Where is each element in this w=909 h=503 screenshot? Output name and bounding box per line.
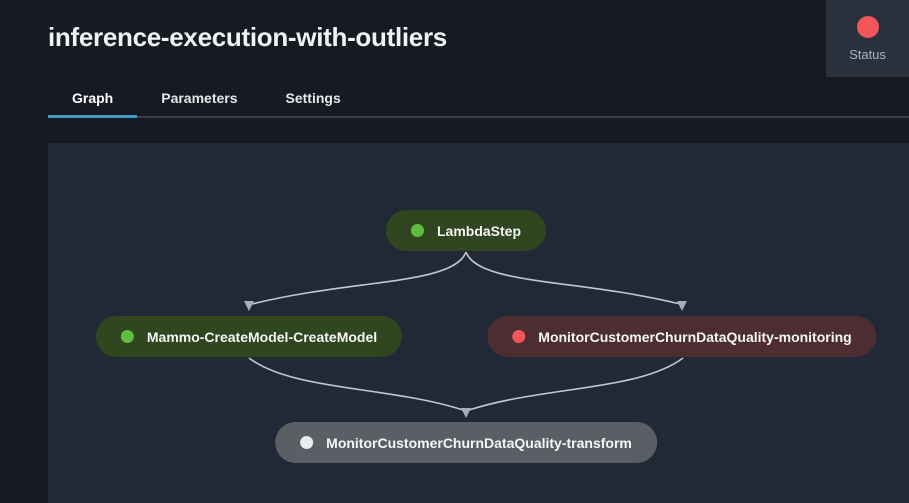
- status-succeeded-dot-icon: [410, 224, 424, 237]
- status-failed-dot-icon: [512, 330, 526, 343]
- page-title: inference-execution-with-outliers: [48, 22, 447, 52]
- status-widget: Status: [826, 0, 909, 77]
- edges-layer: [244, 251, 687, 418]
- node-monitoring[interactable]: MonitorCustomerChurnDataQuality-monitori…: [487, 316, 877, 357]
- arrowhead-icon: [461, 408, 471, 418]
- edge-lambda-to-monitoring: [465, 251, 681, 305]
- edge-createmodel-to-transform: [248, 357, 464, 411]
- pipeline-graph-canvas[interactable]: LambdaStep Mammo-CreateModel-CreateModel…: [48, 143, 909, 503]
- node-lambdastep[interactable]: LambdaStep: [385, 210, 547, 251]
- node-label: Mammo-CreateModel-CreateModel: [146, 328, 378, 345]
- tab-graph[interactable]: Graph: [48, 90, 138, 118]
- arrowhead-icon: [677, 301, 687, 311]
- status-succeeded-dot-icon: [120, 330, 134, 343]
- arrowhead-icon: [244, 301, 254, 311]
- tab-parameters[interactable]: Parameters: [161, 90, 238, 106]
- edge-monitoring-to-transform: [468, 357, 684, 411]
- status-failed-dot-icon: [856, 15, 879, 38]
- tab-bar: Graph Parameters Settings: [48, 90, 909, 118]
- node-label: LambdaStep: [436, 222, 522, 239]
- node-label: MonitorCustomerChurnDataQuality-monitori…: [538, 328, 852, 345]
- node-label: MonitorCustomerChurnDataQuality-transfor…: [326, 434, 632, 451]
- tab-settings[interactable]: Settings: [285, 90, 341, 106]
- node-mammo-createmodel[interactable]: Mammo-CreateModel-CreateModel: [95, 316, 403, 357]
- status-neutral-dot-icon: [300, 436, 314, 449]
- edge-lambda-to-createmodel: [251, 251, 467, 305]
- node-transform[interactable]: MonitorCustomerChurnDataQuality-transfor…: [275, 422, 657, 463]
- status-label: Status: [849, 46, 886, 62]
